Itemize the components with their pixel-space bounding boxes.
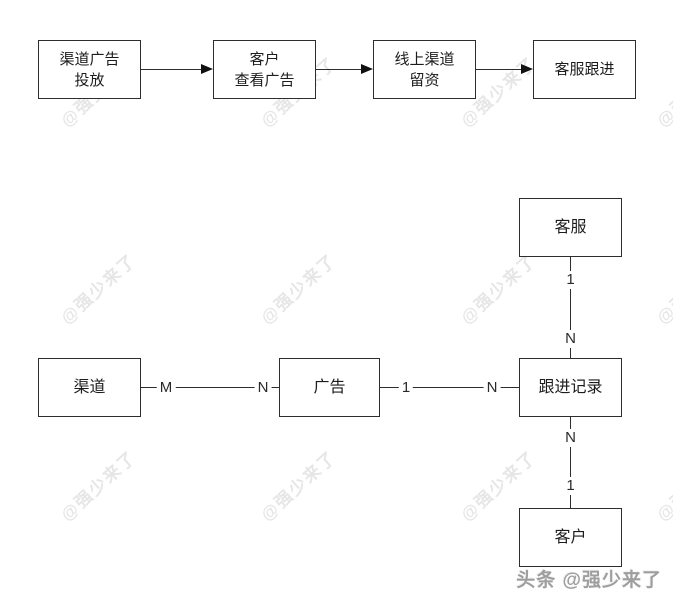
toutiao-author-caption: 头条 @强少来了 <box>516 570 662 591</box>
entity-label: 跟进记录 <box>538 379 603 396</box>
arrow-right-icon <box>521 64 533 74</box>
entity-label: 广告 <box>313 379 346 396</box>
entity-channel: 渠道 <box>38 358 141 417</box>
entity-follow-record: 跟进记录 <box>519 358 622 417</box>
cardinality-label: N <box>254 379 272 397</box>
flow-step-label-line1: 客服跟进 <box>554 61 615 78</box>
cardinality-label: N <box>562 429 579 447</box>
entity-ad: 广告 <box>279 358 380 417</box>
flow-step-label-line1: 渠道广告 <box>59 50 120 68</box>
arrow-right-icon <box>201 64 213 74</box>
relation-channel-ad-line <box>141 386 279 388</box>
cardinality-label: 1 <box>563 271 578 289</box>
flow-connector-3-line <box>476 68 522 70</box>
flow-connector-1-line <box>141 68 203 70</box>
cardinality-label: N <box>483 379 501 397</box>
flow-step-label-line2: 投放 <box>74 71 105 89</box>
cardinality-label: 1 <box>563 477 578 495</box>
entity-label: 客户 <box>554 529 587 546</box>
arrow-right-icon <box>361 64 373 74</box>
cardinality-label: N <box>562 330 579 348</box>
relation-record-customer-line <box>569 417 571 508</box>
cardinality-label: M <box>156 379 176 397</box>
entity-label: 渠道 <box>73 379 106 396</box>
flow-step-service-follow-up: 客服跟进 <box>533 40 636 99</box>
flow-connector-2-line <box>316 68 362 70</box>
flow-step-label-line1: 客户 <box>249 50 280 68</box>
flow-step-label-line2: 查看广告 <box>234 71 295 89</box>
flow-step-channel-ad-launch: 渠道广告 投放 <box>38 40 141 99</box>
flow-step-label-line2: 留资 <box>409 71 440 89</box>
relation-ad-record-line <box>380 386 519 388</box>
relation-service-record-line <box>569 257 571 358</box>
entity-label: 客服 <box>554 219 587 236</box>
cardinality-label: 1 <box>398 379 414 397</box>
entity-service: 客服 <box>519 198 622 257</box>
flow-step-customer-view-ad: 客户 查看广告 <box>213 40 316 99</box>
entity-customer: 客户 <box>519 508 622 567</box>
flow-step-online-channel-lead: 线上渠道 留资 <box>373 40 476 99</box>
flow-step-label-line1: 线上渠道 <box>394 50 455 68</box>
